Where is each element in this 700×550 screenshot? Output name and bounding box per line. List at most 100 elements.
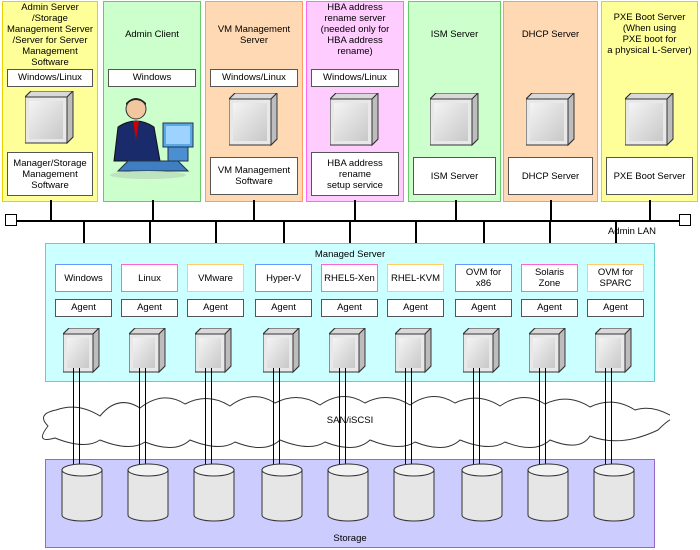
server-column-title: Admin Server /Storage Management Server … bbox=[6, 2, 94, 68]
lan-drop-6 bbox=[550, 200, 552, 221]
managed-lan-drop-1 bbox=[83, 221, 85, 243]
agent-label: Agent bbox=[455, 299, 512, 317]
os-label-vmware: VMware bbox=[187, 264, 244, 292]
managed-server-icon bbox=[529, 328, 566, 374]
san-cloud-icon bbox=[41, 396, 670, 448]
san-link-a-9 bbox=[605, 368, 606, 468]
os-label: Windows/Linux bbox=[7, 69, 93, 87]
server-column-title: ISM Server bbox=[430, 29, 479, 40]
san-link-a-6 bbox=[405, 368, 406, 468]
managed-server-title: Managed Server bbox=[314, 249, 386, 260]
san-link-a-7 bbox=[473, 368, 474, 468]
san-link-b-5 bbox=[345, 368, 346, 468]
san-link-b-7 bbox=[479, 368, 480, 468]
os-label-rhel5-xen: RHEL5-Xen bbox=[321, 264, 378, 292]
managed-lan-drop-6 bbox=[415, 221, 417, 243]
san-link-a-5 bbox=[339, 368, 340, 468]
os-label: Windows bbox=[108, 69, 196, 87]
lan-drop-4 bbox=[354, 200, 356, 221]
san-link-a-3 bbox=[205, 368, 206, 468]
managed-server-icon bbox=[329, 328, 366, 374]
lan-drop-2 bbox=[152, 200, 154, 221]
os-label-ovm-for-sparc: OVM for SPARC bbox=[587, 264, 644, 292]
san-link-a-2 bbox=[139, 368, 140, 468]
managed-server-icon bbox=[595, 328, 632, 374]
os-label-hyper-v: Hyper-V bbox=[255, 264, 312, 292]
server-icon bbox=[429, 93, 478, 147]
storage-disk-icon bbox=[393, 463, 435, 522]
san-link-a-1 bbox=[73, 368, 74, 468]
lan-drop-7 bbox=[649, 200, 651, 221]
storage-disk-icon bbox=[461, 463, 503, 522]
os-label-windows: Windows bbox=[55, 264, 112, 292]
server-icon bbox=[525, 93, 574, 147]
managed-lan-drop-9 bbox=[615, 221, 617, 243]
storage-label: Storage bbox=[333, 533, 367, 544]
managed-server-icon bbox=[263, 328, 300, 374]
server-column-title: PXE Boot Server (When using PXE boot for… bbox=[607, 12, 692, 56]
agent-label: Agent bbox=[121, 299, 178, 317]
server-column-title: Admin Client bbox=[125, 29, 179, 40]
agent-label: Agent bbox=[55, 299, 112, 317]
server-icon bbox=[25, 91, 74, 145]
os-label-linux: Linux bbox=[121, 264, 178, 292]
san-link-a-8 bbox=[539, 368, 540, 468]
server-icon bbox=[330, 93, 379, 147]
managed-server-icon bbox=[63, 328, 100, 374]
san-link-b-4 bbox=[279, 368, 280, 468]
storage-disk-icon bbox=[327, 463, 369, 522]
lan-terminator-right bbox=[679, 214, 691, 226]
service-label: ISM Server bbox=[413, 157, 496, 195]
managed-lan-drop-2 bbox=[149, 221, 151, 243]
managed-lan-drop-4 bbox=[283, 221, 285, 243]
san-link-a-4 bbox=[273, 368, 274, 468]
os-label-solaris-zone: Solaris Zone bbox=[521, 264, 578, 292]
storage-disk-icon bbox=[61, 463, 103, 522]
managed-server-icon bbox=[195, 328, 232, 374]
lan-drop-5 bbox=[455, 200, 457, 221]
service-label: HBA address rename setup service bbox=[311, 152, 399, 196]
service-label: DHCP Server bbox=[508, 157, 593, 195]
storage-disk-icon bbox=[193, 463, 235, 522]
agent-label: Agent bbox=[321, 299, 378, 317]
os-label: Windows/Linux bbox=[311, 69, 399, 87]
san-label: SAN/iSCSI bbox=[326, 415, 374, 426]
managed-lan-drop-8 bbox=[549, 221, 551, 243]
agent-label: Agent bbox=[587, 299, 644, 317]
storage-disk-icon bbox=[261, 463, 303, 522]
san-link-b-8 bbox=[545, 368, 546, 468]
admin-lan-label: Admin LAN bbox=[607, 226, 657, 237]
os-label-rhel-kvm: RHEL-KVM bbox=[387, 264, 444, 292]
storage-disk-icon bbox=[593, 463, 635, 522]
managed-server-icon bbox=[395, 328, 432, 374]
managed-server-icon bbox=[463, 328, 500, 374]
server-column-title: HBA address rename server (needed only f… bbox=[320, 2, 390, 57]
managed-server-icon bbox=[129, 328, 166, 374]
managed-lan-drop-7 bbox=[483, 221, 485, 243]
managed-lan-drop-3 bbox=[215, 221, 217, 243]
san-link-b-1 bbox=[79, 368, 80, 468]
storage-disk-icon bbox=[127, 463, 169, 522]
os-label-ovm-for-x86: OVM for x86 bbox=[455, 264, 512, 292]
service-label: VM Management Software bbox=[210, 157, 298, 195]
service-label: Manager/Storage Management Software bbox=[7, 152, 93, 196]
san-link-b-6 bbox=[411, 368, 412, 468]
server-icon bbox=[229, 93, 278, 147]
agent-label: Agent bbox=[187, 299, 244, 317]
admin-client-user-icon bbox=[110, 98, 194, 179]
agent-label: Agent bbox=[521, 299, 578, 317]
server-column-title: DHCP Server bbox=[521, 29, 580, 40]
service-label: PXE Boot Server bbox=[606, 157, 693, 195]
lan-drop-3 bbox=[253, 200, 255, 221]
san-link-b-3 bbox=[211, 368, 212, 468]
agent-label: Agent bbox=[255, 299, 312, 317]
lan-terminator-left bbox=[5, 214, 17, 226]
os-label: Windows/Linux bbox=[210, 69, 298, 87]
server-column-title: VM Management Server bbox=[217, 24, 291, 46]
agent-label: Agent bbox=[387, 299, 444, 317]
san-link-b-2 bbox=[145, 368, 146, 468]
lan-drop-1 bbox=[50, 200, 52, 221]
managed-lan-drop-5 bbox=[349, 221, 351, 243]
server-icon bbox=[624, 93, 673, 147]
san-link-b-9 bbox=[611, 368, 612, 468]
